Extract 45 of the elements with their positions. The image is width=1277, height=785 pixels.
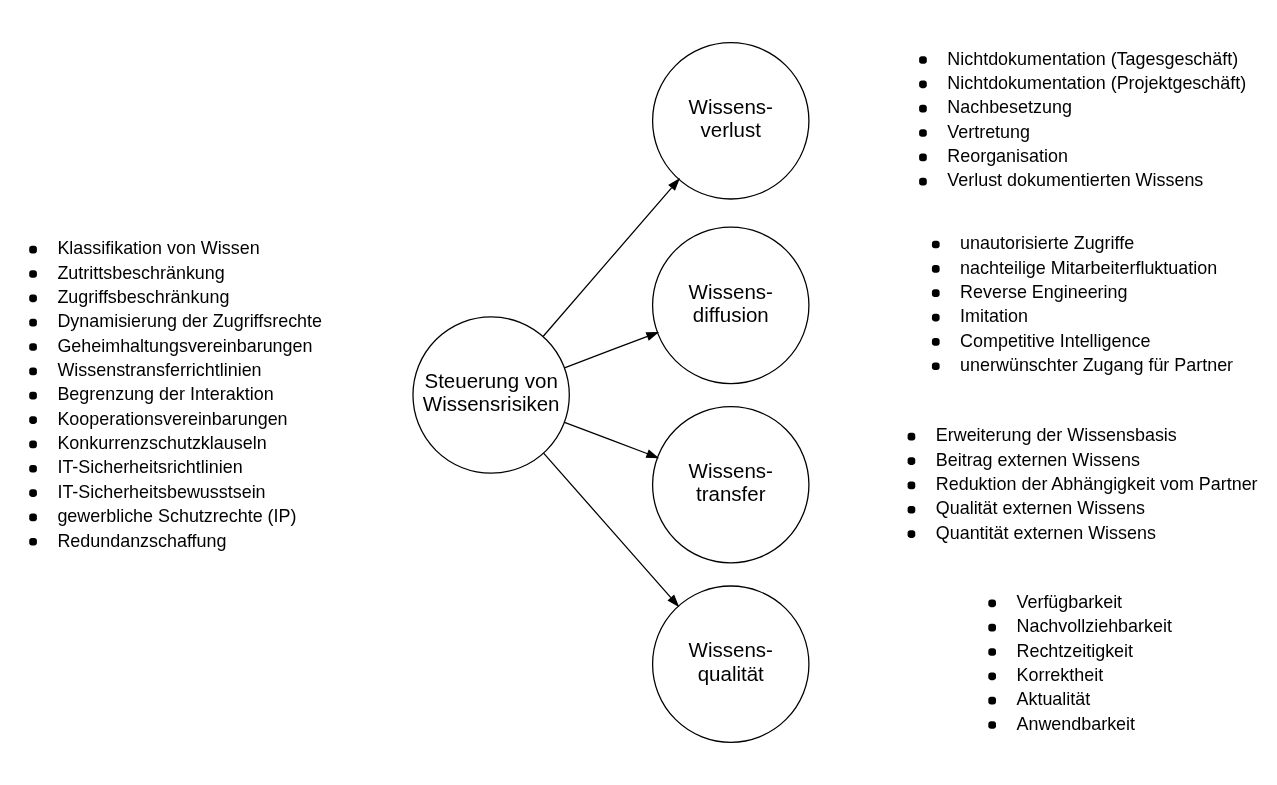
node-label: Beitrag externen Wissens	[935, 449, 1140, 470]
node-label: unautorisierte Zugriffe	[960, 233, 1135, 254]
node-label: Rechtzeitigkeit	[1016, 640, 1134, 661]
node-label: Reorganisation	[947, 146, 1068, 167]
arrow	[563, 332, 660, 369]
node-label: Redundanzschaffung	[57, 530, 227, 551]
node-label: gewerbliche Schutzrechte (IP)	[57, 506, 297, 527]
node-circle: Wissens- diffusion	[651, 226, 810, 385]
arrow	[563, 421, 660, 459]
node-label: Konkurrenzschutzklauseln	[57, 433, 267, 454]
node-circle: Wissens- qualität	[651, 585, 810, 743]
node-circle: Wissens- transfer	[651, 405, 810, 564]
node-circle: Wissens- verlust	[651, 42, 810, 200]
node-label: Geheimhaltungsvereinbarungen	[57, 335, 313, 356]
node-label: IT-Sicherheitsrichtlinien	[57, 457, 243, 478]
node-label: Reverse Engineering	[960, 281, 1128, 302]
node-label: Vertretung	[947, 121, 1031, 142]
node-label: Nachvollziehbarkeit	[1016, 616, 1172, 637]
node-label: Nichtdokumentation (Tagesgeschäft)	[947, 48, 1239, 69]
node-label: Verlust dokumentierten Wissens	[947, 170, 1204, 191]
node-label: Zutrittsbeschränkung	[57, 262, 225, 283]
arrow	[542, 178, 680, 337]
node-label: Erweiterung der Wissensbasis	[935, 425, 1177, 446]
node-label: Klassifikation von Wissen	[57, 238, 260, 259]
node-label: Wissenstransferrichtlinien	[57, 360, 262, 381]
node-label: Competitive Intelligence	[960, 330, 1151, 351]
node-label: Nachbesetzung	[947, 97, 1072, 118]
node-label: Korrektheit	[1016, 665, 1104, 686]
node-label: IT-Sicherheitsbewusstsein	[57, 481, 266, 502]
node-label: Qualität externen Wissens	[935, 498, 1145, 519]
node-label: Nichtdokumentation (Projektgeschäft)	[947, 73, 1247, 94]
node-label: Kooperationsvereinbarungen	[57, 408, 288, 429]
node-label: Verfügbarkeit	[1016, 592, 1123, 613]
node-circle: Steuerung von Wissensrisiken	[412, 316, 570, 474]
node-label: Begrenzung der Interaktion	[57, 384, 274, 405]
node-label: unerwünschter Zugang für Partner	[960, 354, 1234, 375]
node-label: nachteilige Mitarbeiterfluktuation	[960, 257, 1218, 278]
node-label: Dynamisierung der Zugriffsrechte	[57, 311, 323, 332]
node-label: Anwendbarkeit	[1016, 713, 1136, 734]
arrow	[542, 452, 680, 608]
node-label: Reduktion der Abhängigkeit vom Partner	[935, 474, 1258, 495]
node-label: Imitation	[960, 306, 1028, 327]
node-label: Quantität externen Wissens	[935, 522, 1156, 543]
node-label: Zugriffsbeschränkung	[57, 287, 230, 308]
node-label: Aktualität	[1016, 689, 1091, 710]
